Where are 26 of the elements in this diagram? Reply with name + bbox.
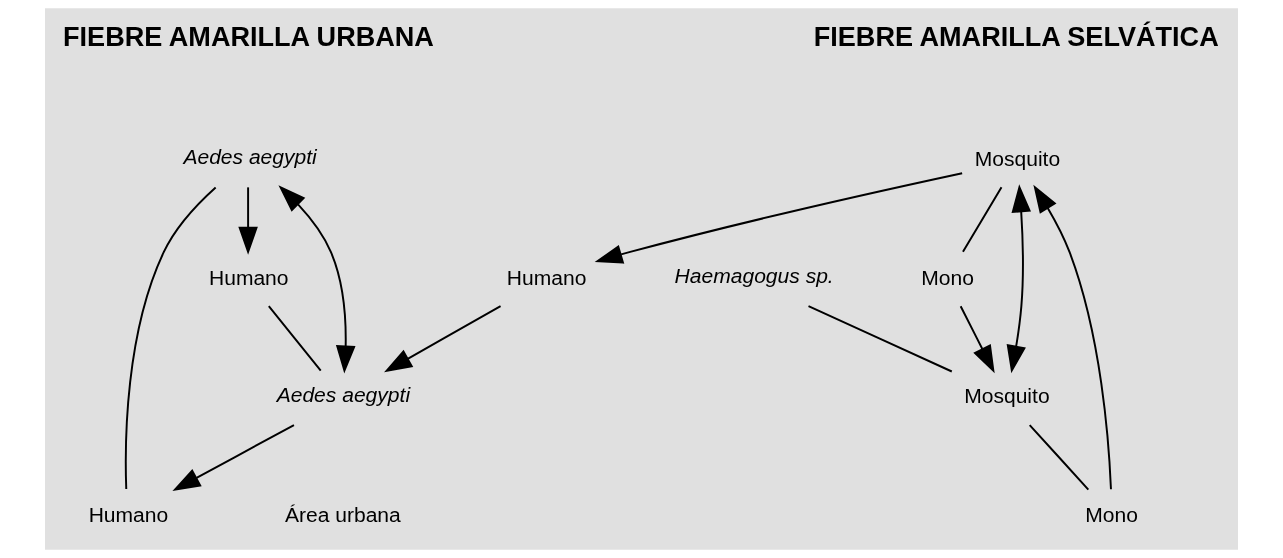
node-text: Mono bbox=[1085, 503, 1138, 527]
connector bbox=[124, 186, 217, 491]
label: FIEBRE AMARILLA SELVÁTICA bbox=[813, 21, 1219, 53]
node-text: Mosquito bbox=[964, 384, 1050, 408]
arrow bbox=[594, 172, 964, 264]
arrow bbox=[1033, 184, 1112, 491]
node-text: Aedes aegypti bbox=[183, 145, 317, 169]
node-text: Humano bbox=[506, 265, 587, 289]
arrow bbox=[238, 186, 258, 255]
arrow bbox=[278, 185, 356, 374]
connector bbox=[1028, 424, 1090, 491]
arrow bbox=[384, 305, 502, 373]
node-text: Mono bbox=[921, 265, 974, 289]
label: FIEBRE AMARILLA URBANA bbox=[63, 21, 434, 53]
node-text: Haemagogus sp. bbox=[674, 264, 834, 288]
arrow bbox=[1006, 184, 1032, 374]
node-text: Humano bbox=[208, 265, 289, 289]
label: Área urbana bbox=[284, 503, 401, 527]
node-text: Aedes aegypti bbox=[276, 382, 411, 406]
connector bbox=[962, 186, 1003, 253]
connector bbox=[807, 305, 953, 373]
arrow bbox=[172, 424, 295, 491]
node-text: Humano bbox=[88, 503, 169, 527]
arrow bbox=[959, 305, 995, 374]
node-text: Mosquito bbox=[974, 146, 1061, 170]
connector bbox=[267, 305, 322, 372]
